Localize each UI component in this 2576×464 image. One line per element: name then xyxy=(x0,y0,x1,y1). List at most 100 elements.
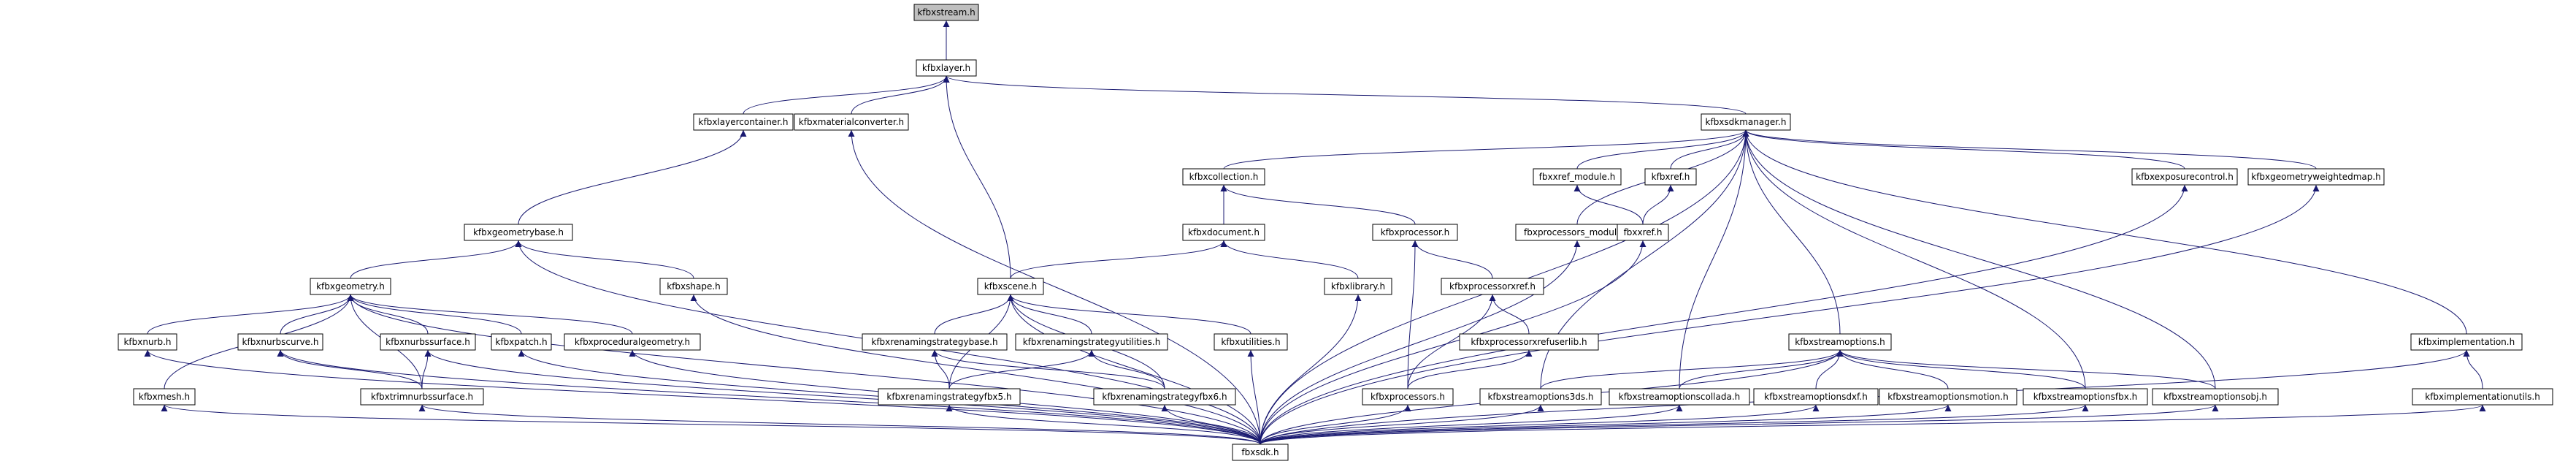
dependency-edge xyxy=(347,294,522,335)
dependency-edge xyxy=(1742,129,2317,170)
node-label: kfbxstreamoptionsfbx.h xyxy=(2033,392,2138,402)
node-label: kfbxexposurecontrol.h xyxy=(2136,172,2234,182)
node-label: kfbxrenamingstrategyfbx5.h xyxy=(886,392,1011,402)
node-box xyxy=(1609,388,1750,406)
node-label: kfbxrenamingstrategyfbx6.h xyxy=(1102,392,1227,402)
graph-node-kfbximplementation[interactable]: kfbximplementation.h xyxy=(2410,333,2523,351)
dependency-edge xyxy=(1260,240,1581,445)
graph-node-kfbxmesh[interactable]: kfbxmesh.h xyxy=(133,388,196,406)
node-box xyxy=(1617,224,1669,241)
graph-node-kfbxgeometryweightedmap[interactable]: kfbxgeometryweightedmap.h xyxy=(2247,168,2385,186)
node-label: kfbxproceduralgeometry.h xyxy=(575,337,690,347)
node-box xyxy=(1362,388,1454,406)
dependency-edge xyxy=(1260,404,2089,445)
node-box xyxy=(977,278,1044,295)
node-label: kfbxprocessorxref.h xyxy=(1449,281,1536,292)
node-label: fbxsdk.h xyxy=(1241,447,1279,457)
node-label: kfbxgeometry.h xyxy=(316,281,385,292)
graph-node-kfbxshape[interactable]: kfbxshape.h xyxy=(659,278,728,295)
dependency-edge xyxy=(1260,404,1683,445)
node-label: kfbxlibrary.h xyxy=(1331,281,1385,292)
graph-node-kfbxutilities[interactable]: kfbxutilities.h xyxy=(1214,333,1288,351)
node-box xyxy=(1644,168,1697,186)
node-box xyxy=(1232,444,1289,461)
graph-node-kfbxcollection[interactable]: kfbxcollection.h xyxy=(1182,168,1265,186)
graph-node-kfbxlibrary[interactable]: kfbxlibrary.h xyxy=(1324,278,1392,295)
dependency-edge xyxy=(1670,129,1749,170)
graph-node-fbxxref_module[interactable]: fbxxref_module.h xyxy=(1533,168,1622,186)
graph-node-fbxxref[interactable]: fbxxref.h xyxy=(1617,224,1669,241)
graph-node-kfbxexposurecontrol[interactable]: kfbxexposurecontrol.h xyxy=(2131,168,2238,186)
dependency-edge xyxy=(1407,349,1533,389)
graph-node-kfbxnurb[interactable]: kfbxnurb.h xyxy=(118,333,177,351)
graph-node-kfbxref[interactable]: kfbxref.h xyxy=(1644,168,1697,186)
graph-node-kfbxstreamoptionsdxf[interactable]: kfbxstreamoptionsdxf.h xyxy=(1753,388,1879,406)
graph-node-kfbxdocument[interactable]: kfbxdocument.h xyxy=(1182,224,1265,241)
dependency-edge xyxy=(1679,349,1844,389)
graph-node-kfbxmaterialconverter[interactable]: kfbxmaterialconverter.h xyxy=(794,113,909,131)
node-box xyxy=(2131,168,2238,186)
graph-node-kfbxgeometry[interactable]: kfbxgeometry.h xyxy=(310,278,391,295)
dependency-edge xyxy=(1642,184,1674,225)
graph-node-kfbxrenamingstrategyfbx5[interactable]: kfbxrenamingstrategyfbx5.h xyxy=(878,388,1021,406)
dependency-edge xyxy=(1260,184,2188,445)
node-label: kfbximplementation.h xyxy=(2418,337,2515,347)
graph-node-kfbxrenamingstrategyfbx6[interactable]: kfbxrenamingstrategyfbx6.h xyxy=(1093,388,1236,406)
graph-node-kfbxstreamoptionsobj[interactable]: kfbxstreamoptionsobj.h xyxy=(2152,388,2279,406)
graph-node-fbxsdk[interactable]: fbxsdk.h xyxy=(1232,444,1289,461)
dependency-edge xyxy=(1007,294,1261,445)
graph-node-kfbxprocessorxref[interactable]: kfbxprocessorxref.h xyxy=(1441,278,1544,295)
graph-node-fbxprocessors_module[interactable]: fbxprocessors_module.h xyxy=(1515,224,1639,241)
graph-node-kfbxstreamoptionscollada[interactable]: kfbxstreamoptionscollada.h xyxy=(1609,388,1750,406)
node-label: kfbxstreamoptionscollada.h xyxy=(1619,392,1741,402)
graph-node-kfbximplementationutils[interactable]: kfbximplementationutils.h xyxy=(2412,388,2553,406)
graph-node-kfbxprocessors[interactable]: kfbxprocessors.h xyxy=(1362,388,1454,406)
graph-node-kfbxprocessorxrefuserlib[interactable]: kfbxprocessorxrefuserlib.h xyxy=(1459,333,1599,351)
node-box xyxy=(1441,278,1544,295)
node-label: kfbxstreamoptions3ds.h xyxy=(1487,392,1593,402)
graph-node-kfbxsdkmanager[interactable]: kfbxsdkmanager.h xyxy=(1701,113,1791,131)
node-box xyxy=(878,388,1021,406)
node-box xyxy=(659,278,728,295)
dependency-edge xyxy=(1411,240,1493,279)
graph-node-kfbxrenamingstrategybase[interactable]: kfbxrenamingstrategybase.h xyxy=(862,333,1008,351)
graph-node-kfbxpatch[interactable]: kfbxpatch.h xyxy=(491,333,552,351)
graph-node-kfbxnurbscurve[interactable]: kfbxnurbscurve.h xyxy=(237,333,323,351)
dependency-edge xyxy=(1260,404,1544,445)
node-box xyxy=(1753,388,1879,406)
dependency-edge xyxy=(347,294,1261,445)
graph-node-kfbxlayer[interactable]: kfbxlayer.h xyxy=(916,59,977,77)
dependency-edge xyxy=(1679,129,1749,389)
node-label: kfbxscene.h xyxy=(984,281,1038,292)
dependency-edge xyxy=(851,75,950,115)
node-box xyxy=(464,224,573,241)
node-box xyxy=(2410,333,2523,351)
graph-node-kfbxprocessor[interactable]: kfbxprocessor.h xyxy=(1372,224,1458,241)
graph-node-kfbxnurbssurface[interactable]: kfbxnurbssurface.h xyxy=(380,333,476,351)
dependency-edge xyxy=(1260,404,1952,445)
graph-node-kfbxtrimnurbssurface[interactable]: kfbxtrimnurbssurface.h xyxy=(360,388,484,406)
graph-node-kfbxstream[interactable]: kfbxstream.h xyxy=(913,4,979,21)
graph-node-kfbxproceduralgeometry[interactable]: kfbxproceduralgeometry.h xyxy=(564,333,701,351)
dependency-edge xyxy=(1260,404,2485,445)
node-box xyxy=(862,333,1008,351)
node-box xyxy=(2152,388,2279,406)
dependency-edge xyxy=(418,404,1261,445)
node-box xyxy=(133,388,196,406)
graph-node-kfbxlayercontainer[interactable]: kfbxlayercontainer.h xyxy=(693,113,794,131)
node-label: kfbxsdkmanager.h xyxy=(1706,117,1787,127)
graph-node-kfbxscene[interactable]: kfbxscene.h xyxy=(977,278,1044,295)
graph-node-kfbxstreamoptionsfbx[interactable]: kfbxstreamoptionsfbx.h xyxy=(2023,388,2148,406)
graph-node-kfbxstreamoptions3ds[interactable]: kfbxstreamoptions3ds.h xyxy=(1479,388,1602,406)
dependency-edge xyxy=(1836,349,2216,389)
graph-node-kfbxrenamingstrategyutilities[interactable]: kfbxrenamingstrategyutilities.h xyxy=(1015,333,1168,351)
graph-node-kfbxstreamoptionsmotion[interactable]: kfbxstreamoptionsmotion.h xyxy=(1879,388,2017,406)
dependency-edge xyxy=(1007,294,1251,335)
graph-node-kfbxgeometrybase[interactable]: kfbxgeometrybase.h xyxy=(464,224,573,241)
dependency-edge xyxy=(1088,349,1165,389)
node-box xyxy=(1182,168,1265,186)
node-label: kfbxlayercontainer.h xyxy=(699,117,789,127)
graph-node-kfbxstreamoptions[interactable]: kfbxstreamoptions.h xyxy=(1788,333,1892,351)
node-box xyxy=(1459,333,1599,351)
